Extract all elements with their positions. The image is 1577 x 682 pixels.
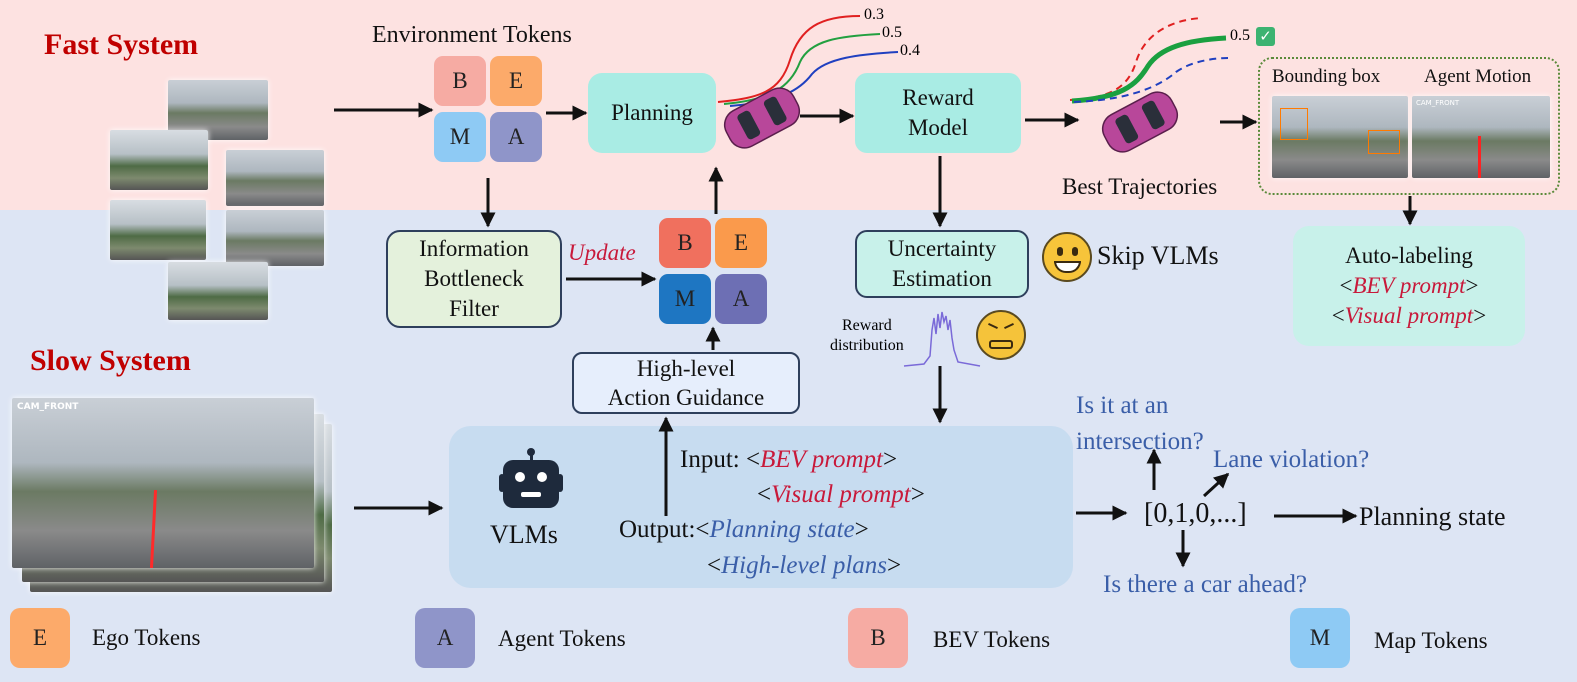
best-car-icon (1101, 91, 1179, 153)
slow-system-title: Slow System (30, 344, 191, 377)
planning-box: Planning (588, 73, 716, 153)
camera-image (168, 262, 268, 320)
trajectory-red (717, 15, 861, 103)
bounding-box-image (1272, 96, 1408, 178)
best-trajectory-green (1071, 35, 1227, 104)
updated-ego-token: E (715, 218, 767, 268)
camera-image (226, 150, 324, 206)
reward-model-box: Reward Model (855, 73, 1021, 153)
reward-model-line-2: Model (907, 115, 969, 140)
agent-motion-image: CAM_FRONT (1412, 96, 1550, 178)
output-high-level-plans: High-level plans (721, 552, 888, 579)
question-intersection-line-1: Is it at an (1076, 392, 1169, 419)
trajectory-blue (729, 51, 899, 107)
camera-image (110, 130, 208, 190)
best-trajectory-red (1069, 17, 1203, 101)
filter-line-1: Information (419, 236, 529, 261)
output-label: Output: (619, 516, 696, 543)
car-icon (723, 87, 801, 149)
legend-map-swatch: M (1290, 608, 1350, 668)
uncertainty-line-1: Uncertainty (887, 236, 997, 261)
updated-bev-token: B (659, 218, 711, 268)
ego-token: E (490, 56, 542, 106)
environment-tokens-label: Environment Tokens (372, 22, 572, 48)
input-line-bev: Input: <BEV prompt> (680, 446, 898, 473)
fast-system-title: Fast System (44, 28, 199, 61)
robot-icon (499, 448, 563, 510)
legend-bev-swatch: B (848, 608, 908, 668)
uncertainty-line-2: Estimation (892, 266, 992, 291)
updated-map-token: M (659, 274, 711, 324)
smiley-icon (1042, 232, 1092, 282)
input-label: Input: (680, 446, 740, 473)
auto-labeling-visual: <Visual prompt> (1331, 303, 1487, 328)
output-planning-state: Planning state (709, 516, 855, 543)
agent-motion-label: Agent Motion (1424, 66, 1532, 87)
filter-line-2: Bottleneck (424, 266, 524, 291)
trajectory-score-red: 0.3 (864, 6, 884, 23)
guidance-line-1: High-level (636, 356, 736, 381)
trajectory-score-blue: 0.4 (900, 42, 920, 59)
visual-prompt-text: Visual prompt (1344, 303, 1474, 328)
question-intersection-line-2: intersection? (1076, 428, 1204, 455)
bounding-box-label: Bounding box (1272, 66, 1381, 87)
updated-agent-token: A (715, 274, 767, 324)
auto-labeling-bev: <BEV prompt> (1339, 273, 1479, 298)
state-vector: [0,1,0,...] (1144, 498, 1247, 529)
bev-prompt-text: BEV prompt (1352, 273, 1466, 298)
camera-image (110, 200, 206, 260)
uncertainty-estimation-box: Uncertainty Estimation (855, 230, 1029, 298)
motion-line (1478, 136, 1481, 178)
skip-vlms-label: Skip VLMs (1097, 241, 1219, 270)
bev-token: B (434, 56, 486, 106)
information-bottleneck-filter: Information Bottleneck Filter (386, 230, 562, 328)
input-bev-prompt: BEV prompt (760, 446, 883, 473)
bbox-marker (1368, 130, 1400, 154)
cam-front-tag-small: CAM_FRONT (1416, 99, 1460, 107)
legend-map-label: Map Tokens (1374, 628, 1488, 653)
question-intersection: Is it at an intersection? (1076, 388, 1204, 460)
best-trajectory-blue (1073, 57, 1229, 103)
legend-agent-swatch: A (415, 608, 475, 668)
input-line-visual: <Visual prompt> (757, 481, 925, 508)
trajectory-green (723, 33, 881, 105)
guidance-line-2: Action Guidance (607, 385, 765, 410)
legend-ego-label: Ego Tokens (92, 625, 201, 650)
output-line-state: Output:<Planning state> (619, 516, 869, 543)
update-label: Update (568, 240, 636, 265)
cam-front-tag: CAM_FRONT (17, 402, 79, 412)
map-token: M (434, 112, 486, 162)
front-camera-image: CAM_FRONT (12, 398, 314, 569)
reward-model-line-1: Reward (902, 85, 974, 110)
best-trajectory-score: 0.5 (1230, 27, 1250, 44)
legend-bev-label: BEV Tokens (933, 627, 1051, 652)
filter-line-3: Filter (449, 296, 499, 321)
agent-token: A (490, 112, 542, 162)
arrow-vector-to-lane (1202, 472, 1230, 498)
vlms-label: VLMs (490, 520, 558, 549)
reward-distribution-line-1: Reward (842, 317, 892, 334)
input-visual-prompt: Visual prompt (771, 481, 911, 508)
high-level-action-guidance: High-level Action Guidance (572, 352, 800, 414)
reward-distribution-curve (903, 311, 981, 367)
legend-agent-label: Agent Tokens (498, 626, 626, 651)
question-car-ahead: Is there a car ahead? (1103, 571, 1308, 598)
reward-distribution-line-2: distribution (830, 337, 904, 354)
reward-distribution-label: Reward distribution (830, 316, 904, 356)
annotation-panel (1258, 57, 1560, 195)
output-line-plans: <High-level plans> (707, 552, 902, 579)
bbox-marker (1280, 108, 1308, 140)
trajectory-score-green: 0.5 (882, 24, 902, 41)
camera-image (226, 210, 324, 266)
auto-labeling-title: Auto-labeling (1345, 243, 1473, 268)
question-lane-violation: Lane violation? (1213, 446, 1370, 473)
legend-ego-swatch: E (10, 608, 70, 668)
worried-face-icon (976, 310, 1026, 360)
check-icon: ✓ (1256, 27, 1275, 46)
planning-state-label: Planning state (1359, 502, 1506, 531)
best-trajectories-label: Best Trajectories (1062, 174, 1218, 199)
auto-labeling-box: Auto-labeling <BEV prompt> <Visual promp… (1293, 226, 1525, 346)
